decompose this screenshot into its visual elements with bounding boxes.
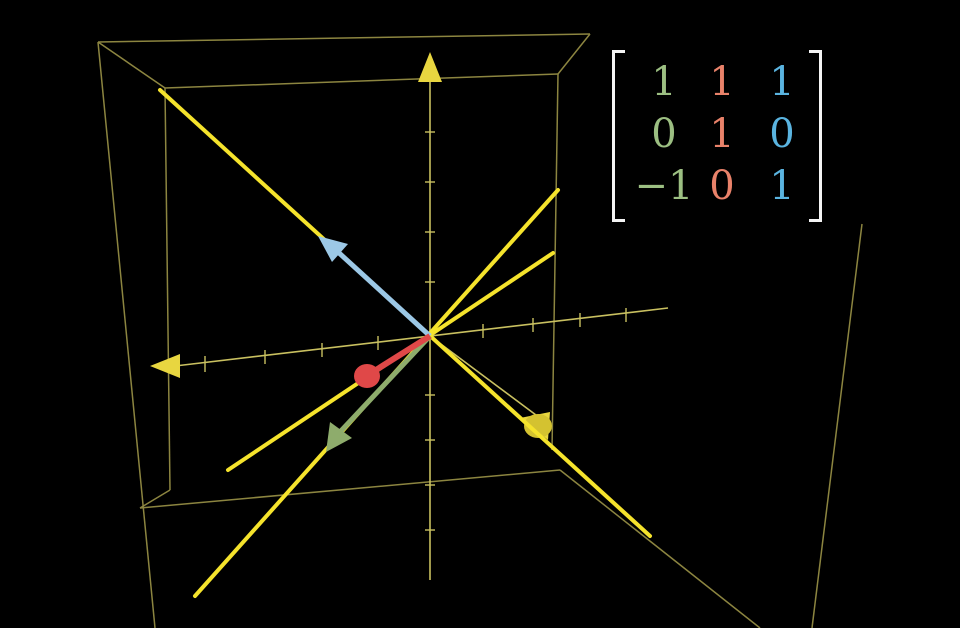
horizontal-axis [174,307,669,367]
matrix-cell-r3-c2: 0 [709,163,735,209]
matrix-cell-r3-c3: 1 [769,163,795,209]
matrix-left-bracket [612,50,625,222]
bounding-box [97,33,863,628]
vector-green [326,334,432,452]
matrix-cell-r2-c1: 0 [651,111,677,157]
matrix-cell-r2-c3: 0 [769,111,795,157]
matrix-display: 1 1 1 0 1 0 −1 0 1 [612,50,822,222]
vector-red [354,333,432,388]
axis-arrow-front-icon [520,412,552,440]
matrix-cell-r1-c1: 1 [651,59,677,105]
matrix-cell-r2-c2: 1 [709,111,735,157]
axis-arrow-left-icon [150,354,180,378]
matrix-cell-r3-c1: −1 [634,163,694,209]
matrix-cell-r1-c3: 1 [769,59,795,105]
matrix-right-bracket [809,50,822,222]
axis-arrow-up-icon [418,52,442,82]
matrix-cell-r1-c2: 1 [709,59,735,105]
axis-ticks [204,131,627,531]
depth-axis [429,335,549,425]
vector-blue [318,236,432,338]
span-lines [158,88,652,598]
